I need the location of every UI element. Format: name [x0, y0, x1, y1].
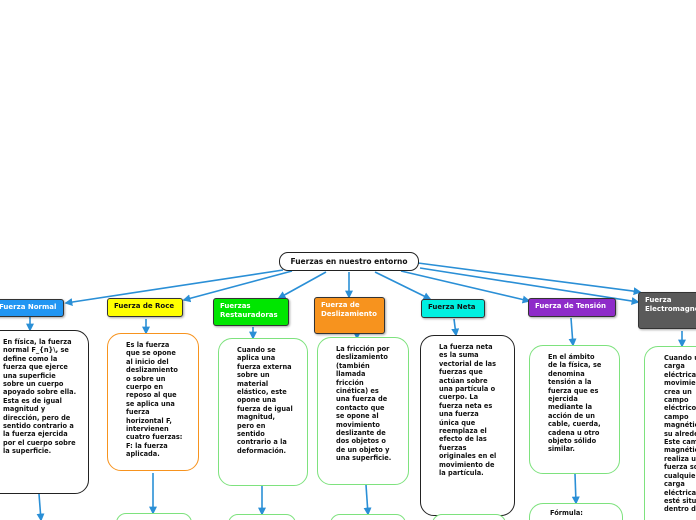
topic-fuerzas-restauradoras[interactable]: Fuerzas Restauradoras [213, 298, 289, 326]
desc-text: Cuando una carga eléctrica en movimiento… [664, 354, 696, 514]
topic-label: Fuerza de Deslizamiento [321, 301, 377, 318]
topic-label: Fuerza Normal [0, 303, 57, 311]
desc-text: En física, la fuerza normal F_{n}\, se d… [3, 338, 77, 456]
desc-fuerzas-restauradoras: Cuando se aplica una fuerza externa sobr… [218, 338, 308, 486]
desc-fuerza-neta: La fuerza neta es la suma vectorial de l… [420, 335, 515, 516]
desc-fuerza-de-tension: En el ámbito de la física, se denomina t… [529, 345, 620, 474]
desc-fuerza-electromagnetica: Cuando una carga eléctrica en movimiento… [644, 346, 696, 520]
link-deslizamiento-down [363, 484, 372, 516]
child-node-neta [330, 514, 406, 520]
link-restauradoras [277, 271, 327, 299]
topic-label: Fuerza Electromagnética [645, 296, 696, 313]
desc-fuerza-de-roce: Es la fuerza que se opone al inicio del … [107, 333, 199, 471]
topic-label: Fuerzas Restauradoras [220, 302, 278, 319]
formula-node: Fórmula: [529, 503, 623, 520]
child-node-deslizamiento [228, 514, 296, 520]
topic-label: Fuerza de Tensión [535, 302, 606, 310]
desc-text: Cuando se aplica una fuerza externa sobr… [237, 346, 293, 455]
link-normal [64, 269, 284, 306]
link-neta-desc [451, 318, 460, 337]
link-tension-desc [568, 317, 577, 347]
root-topic[interactable]: Fuerzas en nuestro entorno [279, 252, 419, 271]
topic-fuerza-normal[interactable]: Fuerza Normal [0, 299, 64, 317]
link-normal-down [36, 493, 45, 520]
desc-text: La fuerza neta es la suma vectorial de l… [439, 343, 497, 478]
link-tension-down [571, 473, 580, 505]
desc-text: Es la fuerza que se opone al inicio del … [126, 341, 183, 459]
link-roce [182, 270, 293, 303]
topic-label: Fuerza Neta [428, 303, 476, 311]
link-electromagnetica [419, 267, 640, 305]
desc-fuerza-de-deslizamiento: La fricción por deslizamiento (también l… [317, 337, 409, 485]
desc-fuerza-normal: En física, la fuerza normal F_{n}\, se d… [0, 330, 89, 494]
link-neta [374, 271, 432, 300]
link-tension [400, 270, 531, 304]
desc-text: En el ámbito de la física, se denomina t… [548, 353, 602, 454]
child-node-tension [432, 514, 506, 520]
topic-fuerza-de-roce[interactable]: Fuerza de Roce [107, 298, 183, 317]
desc-text: La fricción por deslizamiento (también l… [336, 345, 392, 463]
link-electro-2 [417, 262, 642, 296]
topic-fuerza-electromagnetica[interactable]: Fuerza Electromagnética [638, 292, 696, 329]
topic-label: Fuerza de Roce [114, 302, 175, 310]
formula-label: Fórmula: [550, 509, 583, 517]
topic-fuerza-de-tension[interactable]: Fuerza de Tensión [528, 298, 616, 317]
topic-fuerza-de-deslizamiento[interactable]: Fuerza de Deslizamiento [314, 297, 385, 334]
child-node-restauradoras [116, 513, 192, 520]
topic-fuerza-neta[interactable]: Fuerza Neta [421, 299, 485, 318]
